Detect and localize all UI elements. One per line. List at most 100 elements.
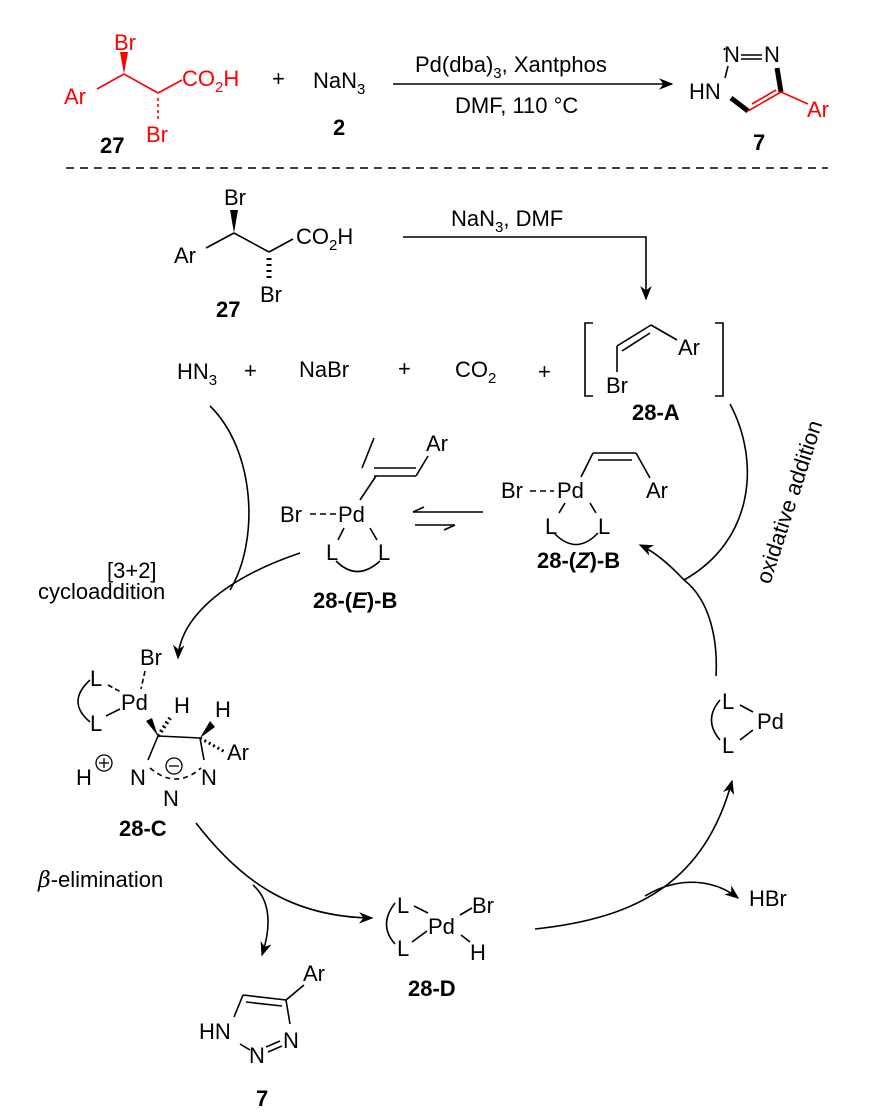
nitrogen-label: N xyxy=(130,765,146,790)
bond xyxy=(411,930,428,943)
intermediate-28A: Ar Br 28-A xyxy=(584,322,724,425)
bond xyxy=(751,89,777,105)
arrow-half-head xyxy=(443,524,456,531)
nitrogen-label: N xyxy=(724,42,740,67)
nitrogen-label: N xyxy=(764,42,780,67)
plus-sign: + xyxy=(538,359,551,384)
aryl-label: Ar xyxy=(174,243,196,268)
bond xyxy=(558,502,566,514)
cycloaddition-label-line1: [3+2] xyxy=(107,558,157,583)
sodium-bromide: NaBr xyxy=(299,357,349,382)
ligand-label: L xyxy=(397,893,409,918)
palladium-label: Pd xyxy=(121,690,148,715)
bromine-top-label: Br xyxy=(114,30,136,55)
acid-label: CO2H xyxy=(182,66,239,96)
bond xyxy=(460,934,471,943)
mechanism: Ar Br Br CO2H 27 NaN3, DMF HN3 + NaBr + … xyxy=(37,185,827,1111)
ligand-label: L xyxy=(722,689,734,714)
intermediate-28C: Br Pd L L H H Ar N N N H xyxy=(76,645,249,841)
aryl-label: Ar xyxy=(678,335,700,360)
hn3-arc xyxy=(209,405,250,591)
bond xyxy=(635,452,651,479)
negative-charge-icon xyxy=(165,757,183,775)
bromine-label: Br xyxy=(501,478,523,503)
product-release-arrow xyxy=(252,884,272,957)
arrow-half-head xyxy=(412,506,425,513)
ligand-label: L xyxy=(326,540,338,565)
palladium-label: Pd xyxy=(557,478,584,503)
hashed-bond xyxy=(199,736,226,754)
nh-label: HN xyxy=(199,1019,231,1044)
bond xyxy=(233,232,270,253)
bond xyxy=(123,73,159,94)
ligand-label: L xyxy=(722,733,734,758)
to-28D-arrow xyxy=(195,822,374,924)
intermediate-28ZB: Br Pd Ar L L 28-(Z)-B xyxy=(501,452,668,573)
bond xyxy=(265,1040,281,1048)
hydrazoic-acid: HN3 xyxy=(177,359,217,389)
bidentate-ligand-arc xyxy=(77,679,91,723)
delocalized-bond xyxy=(149,767,202,780)
bond xyxy=(147,735,159,761)
hydrogen-label: H xyxy=(215,697,231,722)
regeneration-arrow xyxy=(534,779,735,930)
pd0-to-ZB-arc xyxy=(683,579,718,677)
compound-label-27: 27 xyxy=(100,133,124,158)
ligand-label: L xyxy=(378,540,390,565)
aryl-label: Ar xyxy=(646,478,668,503)
bond xyxy=(239,1043,251,1051)
acid-label: CO2H xyxy=(296,224,353,254)
bond xyxy=(621,332,651,352)
conditions-solvent-temp: DMF, 110 °C xyxy=(455,93,578,118)
triazole-product-7-top: HN N N Ar 7 xyxy=(689,42,829,155)
bond xyxy=(739,729,754,741)
plus-sign: + xyxy=(272,66,285,91)
hashed-bond xyxy=(156,716,172,738)
hbr-release-arrow xyxy=(644,881,740,899)
carbon-dioxide: CO2 xyxy=(455,357,496,387)
nh-label: HN xyxy=(689,79,721,104)
ligand-label: L xyxy=(545,514,557,539)
compound-label-28EB: 28-(E)-B xyxy=(313,588,397,613)
bromine-top-label: Br xyxy=(224,185,246,210)
bond xyxy=(729,96,750,113)
intermediate-28D: L L Pd Br H 28-D xyxy=(385,893,494,1001)
aryl-label: Ar xyxy=(64,84,86,109)
bond xyxy=(774,67,784,93)
palladium-label: Pd xyxy=(428,914,455,939)
bond xyxy=(268,238,294,253)
sodium-azide-formula: NaN3 xyxy=(313,68,365,98)
bromine-label: Br xyxy=(140,645,162,670)
aryl-label: Ar xyxy=(426,431,448,456)
byproducts-row: HN3 + NaBr + CO2 + xyxy=(177,356,551,389)
cycloaddition-label-line2: cycloaddition xyxy=(38,579,165,604)
bond xyxy=(157,735,201,739)
compound-label-28D: 28-D xyxy=(408,976,456,1001)
bond xyxy=(459,907,473,916)
beta-elimination-label: β-elimination xyxy=(37,867,163,893)
bond xyxy=(361,437,375,469)
plus-sign: + xyxy=(244,358,257,383)
step-reagents: NaN3, DMF xyxy=(451,206,563,236)
bidentate-ligand-arc xyxy=(385,902,396,945)
bond xyxy=(337,527,345,541)
pd0-catalyst: L L Pd xyxy=(710,689,784,758)
oxidative-addition-arc xyxy=(683,403,749,581)
elbow-arrow xyxy=(403,236,652,301)
bond xyxy=(105,708,121,717)
proton-label: H xyxy=(76,765,92,790)
ligand-label: L xyxy=(397,936,409,961)
positive-charge-icon xyxy=(95,754,113,772)
compound-27-mechanism: Ar Br Br CO2H 27 xyxy=(174,185,353,322)
ligand-label: L xyxy=(90,711,102,736)
triazole-product-7-bottom: Ar HN N N 7 xyxy=(199,961,325,1111)
bond xyxy=(415,455,429,477)
compound-label-28A: 28-A xyxy=(632,400,680,425)
bond xyxy=(650,324,678,341)
wedge-bond xyxy=(120,52,128,74)
bond xyxy=(413,905,429,914)
bond xyxy=(157,79,183,94)
wedge-bond xyxy=(230,210,238,233)
oxidative-addition-arrow xyxy=(638,544,685,581)
compound-label-28ZB: 28-(Z)-B xyxy=(537,548,620,573)
